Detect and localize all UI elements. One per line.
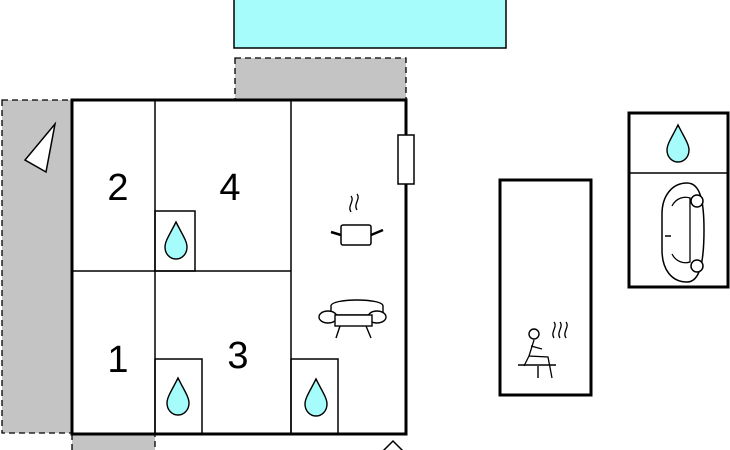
window xyxy=(397,134,415,185)
pool xyxy=(233,0,507,49)
north-arrow-icon xyxy=(23,121,57,174)
terrace-top xyxy=(234,57,407,101)
car-icon xyxy=(661,182,705,283)
bathroom-box-right xyxy=(290,358,339,435)
sauna-icon xyxy=(518,321,568,379)
room-number-3: 3 xyxy=(227,335,248,377)
entrance-marker xyxy=(382,439,404,450)
water-drop-icon xyxy=(304,378,328,417)
cooking-pot-icon xyxy=(330,193,384,246)
water-drop-icon xyxy=(666,124,690,163)
house-outline xyxy=(70,98,408,436)
water-drop-icon xyxy=(164,221,188,260)
sauna-building xyxy=(498,178,593,397)
garage-building xyxy=(627,111,730,289)
sofa-icon xyxy=(318,299,387,339)
room-number-2: 2 xyxy=(107,167,128,209)
room-number-4: 4 xyxy=(219,167,240,209)
bathroom-box-room4 xyxy=(154,210,196,272)
bathroom-box-room3 xyxy=(154,358,203,435)
terrace-bottom xyxy=(71,433,156,450)
water-drop-icon xyxy=(166,377,190,416)
room-number-1: 1 xyxy=(107,339,128,381)
